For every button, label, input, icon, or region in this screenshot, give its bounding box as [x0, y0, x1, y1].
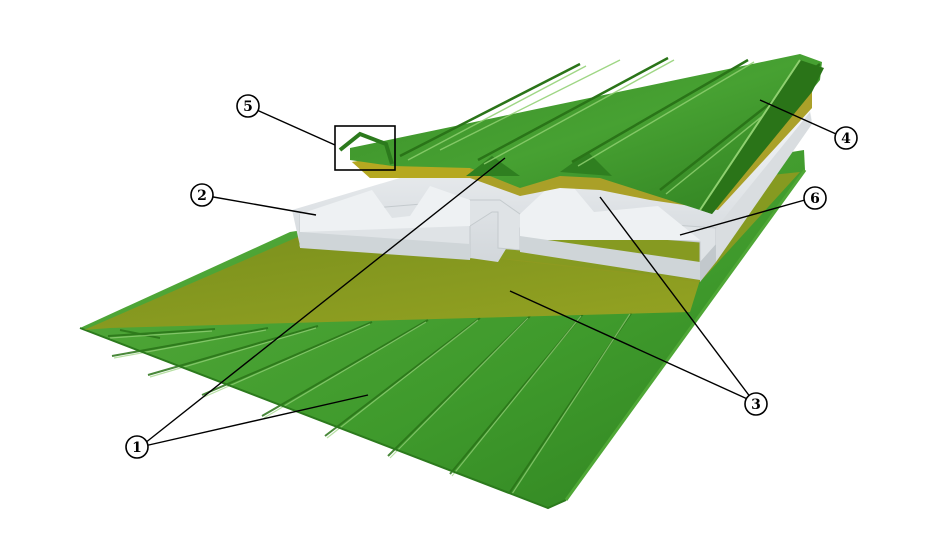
callout-3-label: 3: [751, 397, 761, 413]
top-metal-sheet: [338, 54, 824, 214]
callout-6-label: 6: [810, 191, 820, 207]
callout-1: 1: [125, 435, 149, 459]
callout-6: 6: [803, 186, 827, 210]
callout-2: 2: [190, 183, 214, 207]
callout-4-label: 4: [841, 131, 851, 147]
callout-4: 4: [834, 126, 858, 150]
callout-1-label: 1: [132, 440, 142, 456]
callout-5-label: 5: [243, 99, 253, 115]
leader-lines: [139, 99, 846, 448]
callout-2-label: 2: [197, 188, 207, 204]
callout-3: 3: [744, 392, 768, 416]
lock-highlight-box: [334, 125, 396, 171]
callout-5: 5: [236, 94, 260, 118]
